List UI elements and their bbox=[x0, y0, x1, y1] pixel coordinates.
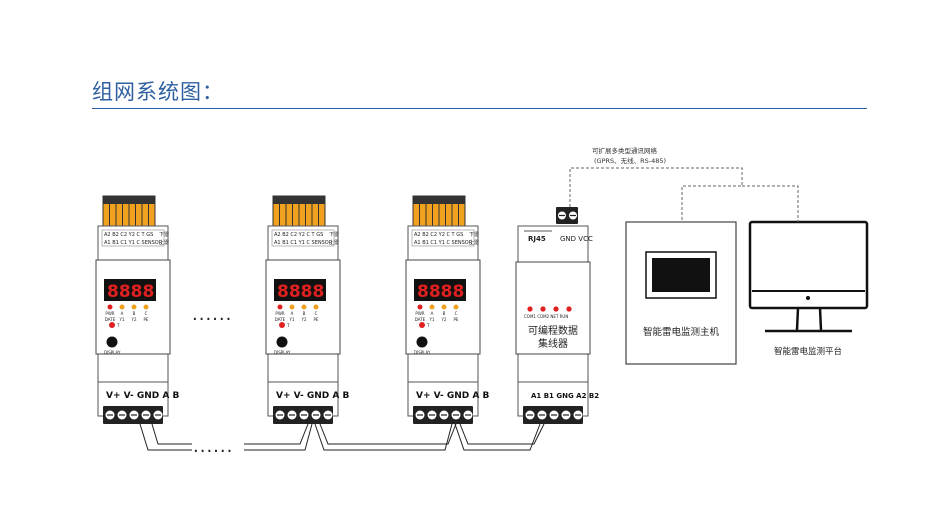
led-label: C bbox=[455, 311, 458, 316]
monitoring-host: 智能雷电监测主机 bbox=[625, 221, 737, 365]
led-label: B bbox=[133, 311, 136, 316]
side-label-top: 下雷 bbox=[469, 232, 479, 238]
led-label: DATE bbox=[105, 317, 116, 322]
terminal-top-labels: A2 B2 C2 Y2 C T GS bbox=[104, 232, 153, 238]
side-label-top: 下雷 bbox=[159, 232, 169, 238]
led-label: Y1 bbox=[289, 317, 295, 322]
led-label: C bbox=[145, 311, 148, 316]
collector-leds bbox=[527, 306, 572, 312]
sensor-module-2: A2 B2 C2 Y2 C T GS A1 B1 C1 Y1 C SENSOR … bbox=[265, 195, 349, 425]
led-label: B bbox=[303, 311, 306, 316]
led-label: DATE bbox=[275, 317, 286, 322]
display-button-label: DISPLAY bbox=[104, 350, 121, 355]
led-label: C bbox=[315, 311, 318, 316]
module-leds bbox=[277, 304, 319, 310]
sensor-module-1: A2 B2 C2 Y2 C T GS A1 B1 C1 Y1 C SENSOR … bbox=[95, 195, 179, 425]
module-display: 8888 bbox=[277, 282, 324, 302]
title-underline bbox=[92, 108, 867, 109]
monitoring-platform: 智能雷电监测平台 bbox=[748, 220, 869, 357]
bus-wiring bbox=[139, 423, 545, 451]
module-terminal-labels: V+ V- GND A B bbox=[106, 391, 179, 401]
led-label: PE bbox=[314, 317, 319, 322]
led-label: A bbox=[431, 311, 434, 316]
terminal-bottom-labels: A1 B1 C1 Y1 C SENSOR bbox=[414, 240, 473, 246]
led-label: PE bbox=[144, 317, 149, 322]
sensor-module-3: A2 B2 C2 Y2 C T GS A1 B1 C1 Y1 C SENSOR … bbox=[405, 195, 489, 425]
led-label: A bbox=[121, 311, 124, 316]
led-label: A bbox=[291, 311, 294, 316]
collector-led-labels: COM1 COM2 NET RUN bbox=[524, 314, 568, 319]
collector-name-line1: 可编程数据 bbox=[528, 324, 578, 337]
comm-links bbox=[569, 167, 799, 222]
comm-note-line2: (GPRS、无线、RS-485) bbox=[594, 156, 666, 165]
led-label: Y2 bbox=[301, 317, 307, 322]
module-leds bbox=[107, 304, 149, 310]
data-collector: RJ45 GND VCC COM1 COM2 NET RUN 可编程数据 集线器… bbox=[515, 207, 599, 425]
terminal-bottom-labels: A1 B1 C1 Y1 C SENSOR bbox=[104, 240, 163, 246]
led-label: PWR bbox=[275, 311, 284, 316]
side-label-bottom: 上雷 bbox=[329, 239, 339, 246]
collector-terminal-labels: A1 B1 GNG A2 B2 bbox=[531, 392, 599, 400]
power-label: GND VCC bbox=[560, 235, 593, 243]
led-label: PWR bbox=[105, 311, 114, 316]
led-label: B bbox=[443, 311, 446, 316]
led-label: Y2 bbox=[131, 317, 137, 322]
page-title: 组网系统图： bbox=[92, 80, 224, 104]
module-terminal-labels: V+ V- GND A B bbox=[416, 391, 489, 401]
led-label: Y1 bbox=[429, 317, 435, 322]
led-extra-label: T bbox=[116, 323, 120, 328]
comm-note-line1: 可扩展多类型通讯网络 bbox=[592, 146, 658, 155]
led-label: PE bbox=[454, 317, 459, 322]
side-label-bottom: 上雷 bbox=[469, 239, 479, 246]
display-button-label: DISPLAY bbox=[414, 350, 431, 355]
terminal-top-labels: A2 B2 C2 Y2 C T GS bbox=[414, 232, 463, 238]
ellipsis-top: ...... bbox=[192, 304, 232, 325]
module-display: 8888 bbox=[107, 282, 154, 302]
side-label-top: 下雷 bbox=[329, 232, 339, 238]
module-leds bbox=[417, 304, 459, 310]
terminal-top-labels: A2 B2 C2 Y2 C T GS bbox=[274, 232, 323, 238]
side-label-bottom: 上雷 bbox=[159, 239, 169, 246]
led-label: PWR bbox=[415, 311, 424, 316]
platform-label: 智能雷电监测平台 bbox=[774, 346, 842, 357]
display-button-label: DISPLAY bbox=[274, 350, 291, 355]
ellipsis-bottom: ...... bbox=[193, 436, 233, 457]
led-label: Y1 bbox=[119, 317, 125, 322]
led-extra-label: T bbox=[426, 323, 430, 328]
collector-name-line2: 集线器 bbox=[538, 337, 568, 350]
terminal-bottom-labels: A1 B1 C1 Y1 C SENSOR bbox=[274, 240, 333, 246]
led-label: DATE bbox=[415, 317, 426, 322]
rj45-label: RJ45 bbox=[528, 235, 546, 243]
led-label: Y2 bbox=[441, 317, 447, 322]
module-display: 8888 bbox=[417, 282, 464, 302]
host-label: 智能雷电监测主机 bbox=[643, 326, 720, 338]
led-extra-label: T bbox=[286, 323, 290, 328]
module-terminal-labels: V+ V- GND A B bbox=[276, 391, 349, 401]
